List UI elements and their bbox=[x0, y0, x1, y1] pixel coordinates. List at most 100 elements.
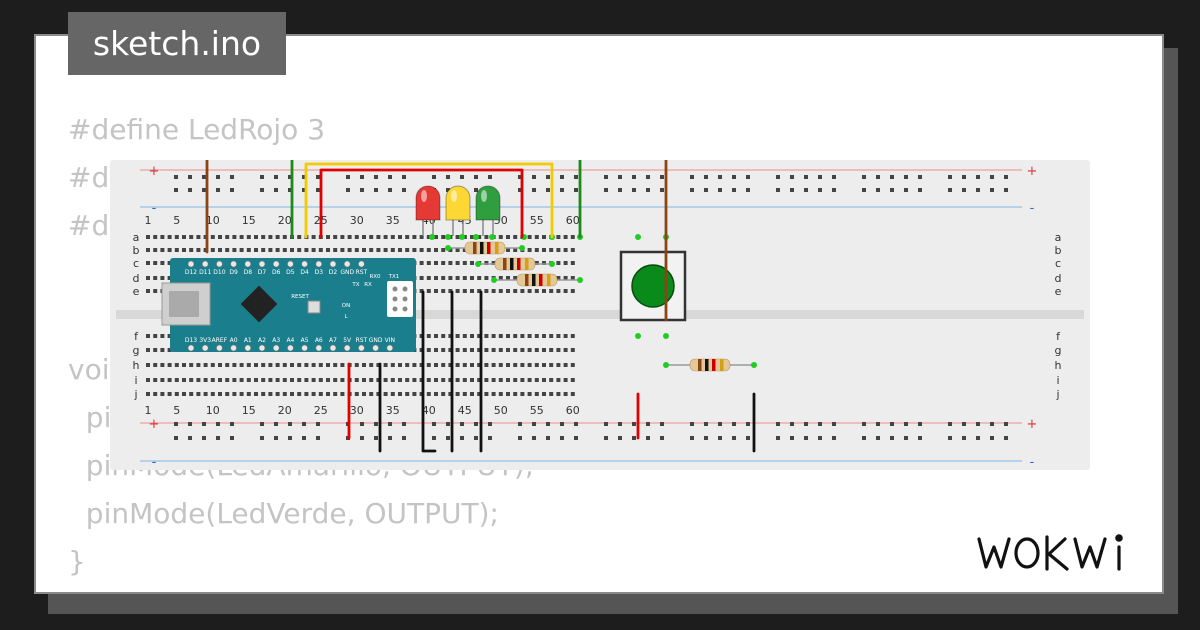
connection-dot bbox=[663, 333, 669, 339]
rail-hole bbox=[618, 422, 622, 426]
icsp-pin bbox=[402, 286, 408, 292]
rail-hole bbox=[976, 175, 980, 179]
rail-hole bbox=[732, 436, 736, 440]
rail-hole bbox=[690, 436, 694, 440]
terminal-hole bbox=[261, 248, 266, 252]
rail-hole bbox=[990, 188, 994, 192]
terminal-hole bbox=[498, 392, 503, 396]
terminal-hole bbox=[347, 248, 352, 252]
nano-pin bbox=[244, 260, 252, 268]
terminal-hole bbox=[153, 348, 158, 352]
rail-hole bbox=[446, 422, 450, 426]
terminal-hole bbox=[527, 363, 532, 367]
wire-green bbox=[290, 160, 582, 239]
resistor-green-band bbox=[532, 274, 536, 286]
terminal-hole bbox=[146, 334, 150, 338]
terminal-hole bbox=[506, 392, 510, 396]
row-letter: b bbox=[1055, 244, 1062, 257]
terminal-hole bbox=[549, 334, 554, 338]
rail-hole bbox=[230, 436, 234, 440]
rail-hole bbox=[704, 422, 708, 426]
connection-dot bbox=[459, 234, 465, 240]
nano-pin-label: VIN bbox=[385, 337, 395, 344]
terminal-hole bbox=[426, 392, 431, 396]
resistor-yellow-band bbox=[503, 258, 507, 270]
terminal-hole bbox=[542, 235, 546, 239]
terminal-hole bbox=[390, 248, 395, 252]
terminal-hole bbox=[520, 289, 525, 293]
rail-hole bbox=[560, 175, 564, 179]
terminal-hole bbox=[520, 348, 525, 352]
terminal-hole bbox=[527, 235, 532, 239]
terminal-hole bbox=[405, 378, 410, 382]
terminal-hole bbox=[304, 392, 309, 396]
rail-hole bbox=[188, 436, 192, 440]
connection-dot bbox=[473, 234, 479, 240]
terminal-hole bbox=[182, 363, 186, 367]
resistor-button-body bbox=[689, 358, 731, 372]
rail-hole bbox=[862, 175, 866, 179]
connection-dot bbox=[475, 261, 481, 267]
rail-hole bbox=[288, 436, 292, 440]
terminal-hole bbox=[477, 289, 482, 293]
code-line: #define LedRojo 3 bbox=[68, 113, 326, 146]
column-number: 20 bbox=[278, 404, 292, 417]
terminal-hole bbox=[556, 363, 561, 367]
terminal-hole bbox=[311, 363, 316, 367]
terminal-hole bbox=[246, 378, 251, 382]
row-letter: g bbox=[133, 344, 140, 357]
rail-hole bbox=[474, 422, 478, 426]
terminal-hole bbox=[549, 392, 554, 396]
led-LedRojo bbox=[415, 185, 441, 236]
rail-hole bbox=[818, 436, 822, 440]
terminal-hole bbox=[412, 235, 417, 239]
terminal-hole bbox=[160, 378, 165, 382]
rail-hole bbox=[532, 175, 536, 179]
terminal-hole bbox=[441, 289, 446, 293]
terminal-hole bbox=[455, 235, 460, 239]
rail-hole bbox=[832, 436, 836, 440]
nano-board-label: RX0 bbox=[369, 274, 381, 280]
terminal-hole bbox=[506, 348, 510, 352]
terminal-hole bbox=[513, 378, 518, 382]
nano-pin bbox=[343, 260, 351, 268]
nano-pin bbox=[315, 260, 323, 268]
terminal-hole bbox=[354, 235, 359, 239]
column-number: 10 bbox=[206, 214, 220, 227]
terminal-hole bbox=[146, 363, 150, 367]
terminal-hole bbox=[383, 392, 388, 396]
rail-hole bbox=[990, 175, 994, 179]
terminal-hole bbox=[549, 348, 554, 352]
terminal-hole bbox=[470, 334, 474, 338]
terminal-hole bbox=[390, 235, 395, 239]
terminal-hole bbox=[542, 378, 546, 382]
terminal-hole bbox=[390, 392, 395, 396]
terminal-hole bbox=[153, 392, 158, 396]
terminal-hole bbox=[405, 392, 410, 396]
rail-hole bbox=[1004, 422, 1008, 426]
terminal-hole bbox=[398, 248, 402, 252]
terminal-hole bbox=[470, 289, 474, 293]
rail-hole bbox=[316, 175, 320, 179]
terminal-hole bbox=[570, 289, 575, 293]
rail-hole bbox=[660, 188, 664, 192]
terminal-hole bbox=[146, 235, 150, 239]
terminal-hole bbox=[570, 348, 575, 352]
resistor-red-band bbox=[495, 242, 499, 254]
terminal-hole bbox=[182, 378, 186, 382]
rail-hole bbox=[876, 422, 880, 426]
nano-pin bbox=[230, 344, 237, 352]
row-letter: e bbox=[133, 285, 140, 298]
terminal-hole bbox=[426, 276, 431, 280]
terminal-hole bbox=[160, 248, 165, 252]
nano-pin-label: D8 bbox=[244, 269, 253, 276]
rail-hole bbox=[230, 175, 234, 179]
terminal-hole bbox=[462, 334, 467, 338]
nano-pin-label: A0 bbox=[230, 337, 238, 344]
breadboard-circuit[interactable]: ++--++--11551010151520202525303035354040… bbox=[110, 160, 1090, 470]
terminal-hole bbox=[491, 289, 496, 293]
nano-pin-label: D11 bbox=[199, 269, 211, 276]
terminal-hole bbox=[239, 392, 244, 396]
rail-hole bbox=[704, 436, 708, 440]
column-number: 60 bbox=[566, 214, 580, 227]
